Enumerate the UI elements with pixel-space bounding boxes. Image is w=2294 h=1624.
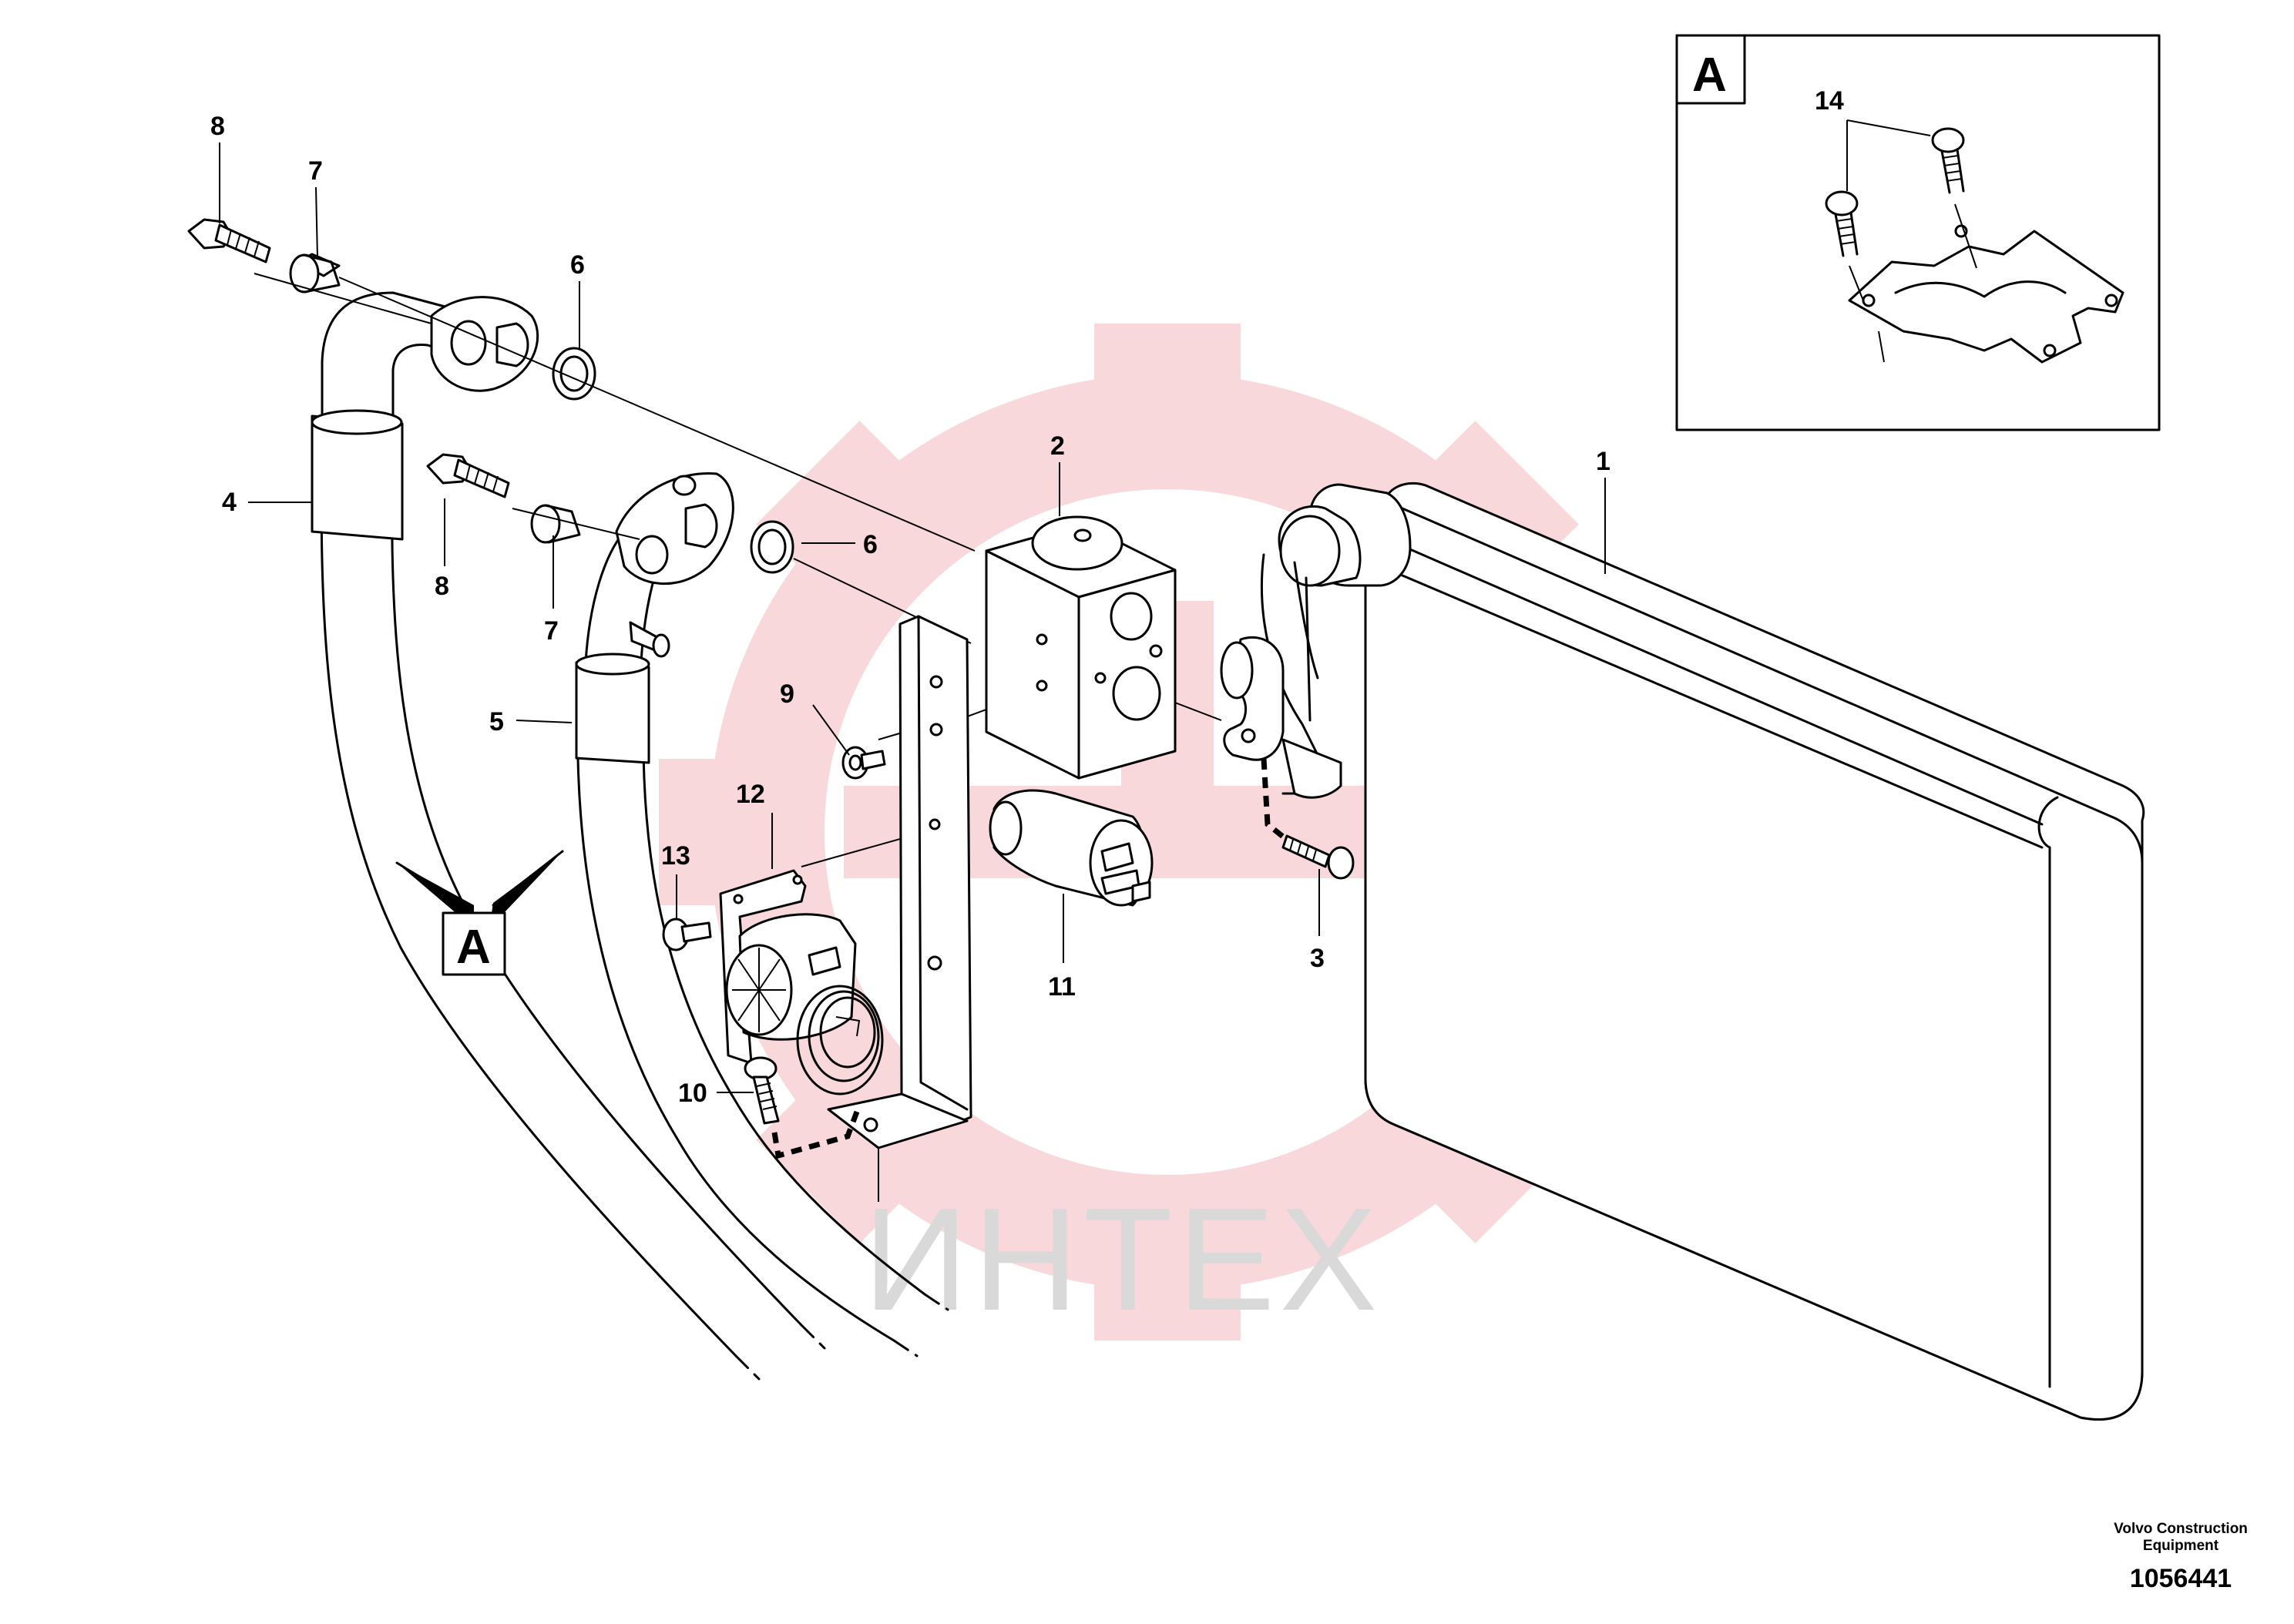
callout-7: 7	[544, 616, 559, 646]
evaporator-1	[1220, 481, 2145, 1421]
callout-6: 6	[863, 530, 878, 559]
callout-5: 5	[489, 707, 504, 737]
callout-8: 8	[210, 112, 225, 141]
callout-4: 4	[222, 488, 237, 517]
callout-3: 3	[1310, 944, 1325, 973]
bolt-8-upper	[187, 218, 271, 263]
footer-company-2: Equipment	[2143, 1538, 2219, 1554]
callout-14: 14	[1815, 86, 1844, 116]
footer-company: Volvo Construction	[2114, 1521, 2248, 1537]
mounting-bracket	[827, 615, 972, 1202]
callout-6: 6	[570, 250, 585, 280]
screw-3	[1281, 834, 1355, 880]
o-ring-6-upper	[552, 347, 596, 401]
callout-7: 7	[308, 156, 323, 186]
screw-13	[662, 918, 712, 951]
callout-10: 10	[678, 1079, 707, 1108]
o-ring-6-lower	[750, 520, 794, 574]
hose-4	[311, 291, 826, 1381]
callout-8: 8	[435, 572, 449, 601]
bolt-8-lower	[426, 453, 510, 498]
spacer-7-lower	[530, 504, 581, 544]
drawing-number: 1056441	[2130, 1564, 2232, 1593]
callout-2: 2	[1050, 431, 1065, 461]
detail-view-box: A 14	[1675, 34, 2161, 431]
footer-credit: Volvo Construction Equipment 1056441	[2114, 1521, 2248, 1593]
callout-1: 1	[1596, 447, 1611, 476]
watermark-text: ИНТЕХ	[863, 1178, 1382, 1341]
callout-12: 12	[736, 780, 765, 809]
screw-icon	[1931, 127, 1977, 269]
screw-icon	[1825, 190, 1885, 363]
expansion-valve-2	[985, 515, 1177, 780]
thermostat-12	[719, 869, 884, 1096]
pressure-switch-11	[989, 789, 1154, 907]
callout-11: 11	[1048, 972, 1076, 1002]
view-marker-label: A	[456, 921, 491, 974]
screw-9	[841, 746, 886, 780]
screw-10	[744, 1056, 862, 1159]
detail-view-label: A	[1692, 49, 1727, 102]
callout-9: 9	[780, 679, 794, 709]
spacer-7-upper	[289, 253, 341, 294]
hose-5	[575, 471, 949, 1357]
leader-lines	[219, 143, 1606, 1093]
callout-13: 13	[661, 841, 690, 871]
callout-labels: 8 7 6 4 2 1 6 8 7 5 9 12 13 3 11 10	[210, 112, 1611, 1108]
view-marker-a: A	[395, 850, 564, 976]
